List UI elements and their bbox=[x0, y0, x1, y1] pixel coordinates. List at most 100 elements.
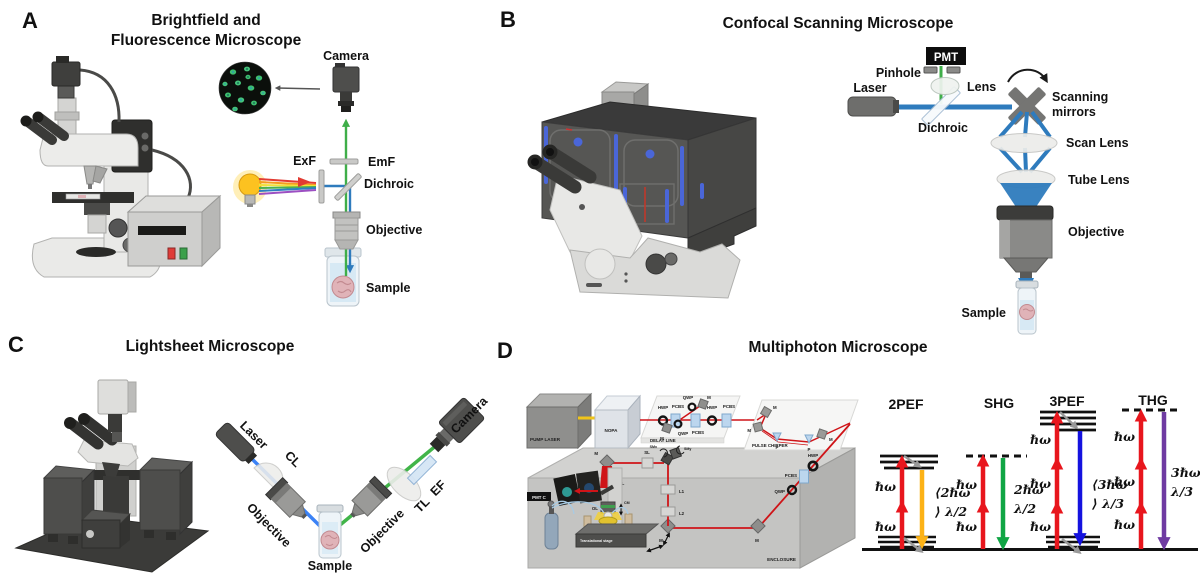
dichroic-mirror bbox=[334, 173, 362, 201]
panel-c-title: Lightsheet Microscope bbox=[126, 338, 295, 355]
enclosure-box: ENCLOSURE bbox=[527, 447, 856, 569]
mirror bbox=[661, 422, 673, 434]
emission-label-line1: 2ℏω bbox=[1013, 482, 1044, 497]
relaxation-arrow bbox=[1059, 411, 1079, 430]
dichroic-label: Dichroic bbox=[918, 121, 968, 135]
cm-label: CM bbox=[624, 501, 630, 505]
detection-camera bbox=[332, 63, 360, 112]
confocal-lightpath: Laser PMT Pinhole Lens Dichroic Scanning… bbox=[847, 47, 1130, 335]
jablonski-thg: THG ℏω ℏω ℏω 3ℏω λ/3 bbox=[1114, 392, 1200, 551]
mirror bbox=[750, 518, 766, 534]
emission-label-line2: ⟩ λ/3 bbox=[1091, 496, 1124, 511]
relaxation-arrow bbox=[903, 537, 924, 553]
jablonski-2pef: 2PEF ℏω ℏω ⟨2ℏω ⟩ λ/2 bbox=[875, 396, 970, 553]
panel-b: B Confocal Scanning Microscope bbox=[500, 7, 1130, 335]
laser-source bbox=[215, 422, 258, 465]
thg-title: THG bbox=[1138, 392, 1168, 408]
mirror-label: M bbox=[659, 538, 663, 543]
sample-chamber bbox=[80, 509, 132, 549]
sample-label: Sample bbox=[366, 281, 411, 295]
emission-label-line1: 3ℏω bbox=[1171, 465, 1200, 480]
emission-filter bbox=[329, 158, 359, 165]
light-bulb bbox=[233, 170, 267, 207]
gas-cylinder bbox=[544, 500, 629, 550]
mirror-label: M bbox=[594, 451, 598, 456]
pcbs-cube bbox=[799, 469, 809, 484]
panel-a: A Brightfield and Fluorescence Microscop… bbox=[20, 8, 422, 307]
stage-axis-arrow bbox=[663, 532, 670, 546]
3pef-title: 3PEF bbox=[1049, 393, 1084, 409]
panel-a-title-line2: Fluorescence Microscope bbox=[111, 32, 302, 49]
laser-source bbox=[847, 96, 899, 117]
scanning-mirrors-label-line2: mirrors bbox=[1052, 105, 1096, 119]
mirror bbox=[599, 454, 615, 470]
ground-state-bands bbox=[1046, 535, 1100, 549]
pmt-c-label: PMT C bbox=[532, 495, 546, 500]
lens-l1 bbox=[660, 484, 676, 495]
hwp-label: HWP bbox=[658, 405, 668, 410]
enclosure-label: ENCLOSURE bbox=[767, 557, 796, 562]
microscope-camera bbox=[51, 61, 81, 87]
emission-label-line2: ⟩ λ/2 bbox=[934, 504, 967, 519]
photon-label: ℏω bbox=[1030, 476, 1051, 491]
shg-title: SHG bbox=[984, 395, 1014, 411]
scan-mirror-x bbox=[660, 451, 675, 466]
mirror-label: M bbox=[707, 395, 711, 400]
emission-filter bbox=[406, 454, 438, 486]
sl-label: SL bbox=[644, 450, 650, 455]
qwp-label: QWP bbox=[678, 431, 689, 436]
panel-a-letter: A bbox=[22, 8, 38, 33]
relaxation-arrow bbox=[1061, 538, 1082, 554]
mirror bbox=[759, 405, 773, 419]
illumination-objective bbox=[264, 476, 308, 520]
excitation-filter bbox=[318, 169, 325, 204]
mirror bbox=[697, 398, 709, 410]
power-cable bbox=[151, 148, 192, 199]
mirror-label: M bbox=[755, 538, 759, 543]
sample-vial bbox=[1015, 280, 1039, 335]
smy-label: SMy bbox=[684, 447, 691, 451]
stage-axis-arrow bbox=[646, 544, 664, 553]
pcbs-cube bbox=[721, 413, 732, 428]
l2-label: L2 bbox=[679, 511, 685, 516]
panel-a-title-line1: Brightfield and bbox=[151, 12, 260, 29]
prism bbox=[772, 432, 782, 443]
scan-lens-sl bbox=[641, 457, 654, 469]
lens-l2 bbox=[660, 506, 676, 517]
focused-beam-cone bbox=[1000, 183, 1052, 213]
sample-label: Sample bbox=[962, 306, 1007, 320]
mirror-label: M bbox=[773, 405, 777, 410]
ground-state-bands bbox=[878, 535, 936, 549]
confocal-microscope-illustration bbox=[527, 81, 757, 299]
pinhole-left bbox=[923, 66, 938, 74]
hwp-label: HWP bbox=[707, 405, 717, 410]
sample-jar bbox=[324, 247, 362, 307]
hwp-label: HWP bbox=[808, 453, 818, 458]
mirror-label: M bbox=[829, 437, 833, 442]
2pef-title: 2PEF bbox=[888, 396, 923, 412]
qwp-label: QWP bbox=[683, 395, 694, 400]
relaxation-arrow bbox=[903, 455, 922, 468]
focus-knob bbox=[108, 218, 128, 238]
emission-label-line1: ⟨2ℏω bbox=[935, 485, 970, 500]
delay-line: DELAY LINE HWP PCBS M QWP QWP M PCBS HWP… bbox=[640, 395, 757, 444]
upright-microscope-illustration bbox=[20, 56, 222, 278]
camera-cable bbox=[79, 68, 121, 123]
photon-label: ℏω bbox=[1114, 517, 1135, 532]
collection-lens bbox=[930, 77, 960, 95]
smx-label: SMx bbox=[650, 445, 657, 449]
dichroic-label: Dichroic bbox=[364, 177, 414, 191]
scanned-beams bbox=[998, 110, 1052, 174]
nopa-label: NOPA bbox=[605, 428, 619, 433]
scanning-mirrors-label-line1: Scanning bbox=[1052, 90, 1108, 104]
emf-label: EmF bbox=[368, 155, 395, 169]
eyepiece bbox=[23, 117, 57, 145]
laser-label: Laser bbox=[853, 81, 886, 95]
quarter-wave-plate bbox=[687, 402, 697, 412]
half-wave-plate bbox=[706, 415, 718, 426]
pulse-chirper: PULSE CHIRPER M M P P M bbox=[743, 399, 859, 452]
mirror bbox=[752, 421, 764, 433]
translational-stage: Translational stage bbox=[574, 523, 660, 548]
jablonski-diagrams: 2PEF ℏω ℏω ⟨2ℏω ⟩ λ/2 SHG ℏω ℏω bbox=[862, 392, 1200, 554]
